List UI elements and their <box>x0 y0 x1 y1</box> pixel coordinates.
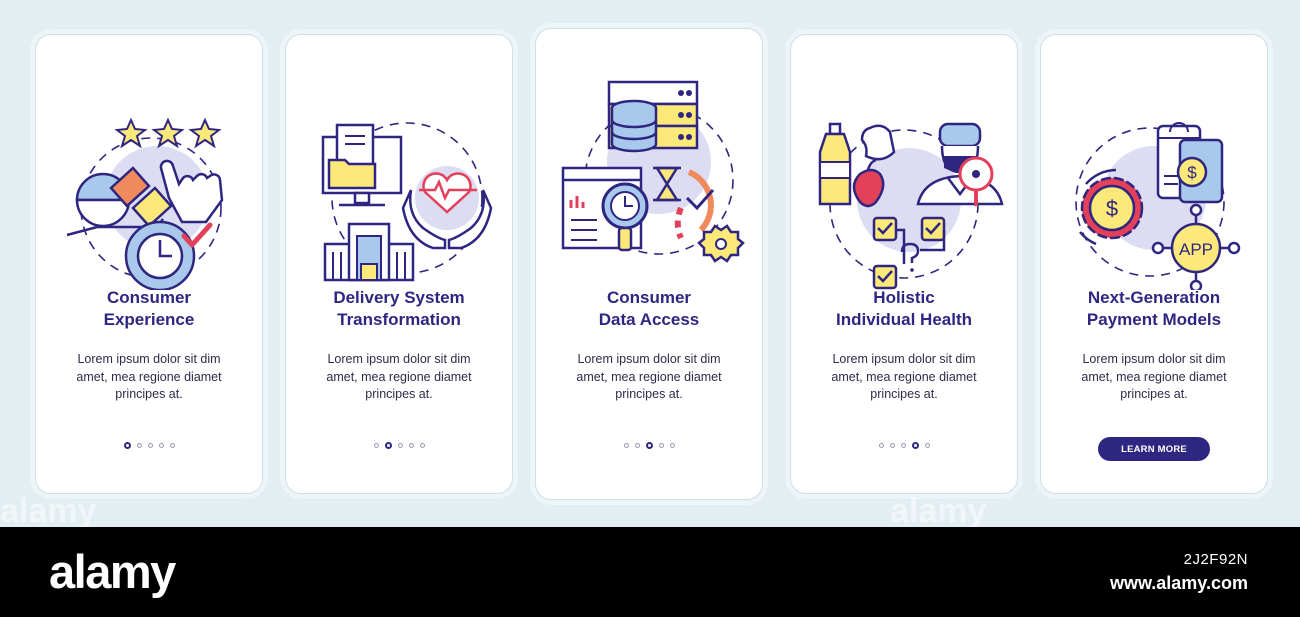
consumer-experience-icon <box>66 117 224 290</box>
pagination-dot-5[interactable] <box>419 443 425 448</box>
onboarding-screens: Consumer Experience Lorem ipsum dolor si… <box>0 28 1268 530</box>
pagination-dot-1[interactable] <box>878 443 884 448</box>
screen-title-line-2: Data Access <box>598 310 700 329</box>
screen-title: Consumer Data Access <box>536 287 762 331</box>
pagination-dot-5[interactable] <box>169 443 175 448</box>
site-url: www.alamy.com <box>1109 573 1248 593</box>
screen-description: Lorem ipsum dolor sit dim amet, mea regi… <box>831 352 977 401</box>
payment-models-icon: $ $ APP <box>1075 122 1241 290</box>
pagination-dots <box>536 442 762 449</box>
pagination-dot-2[interactable] <box>384 442 392 449</box>
svg-text:$: $ <box>1106 196 1118 221</box>
screen-title: Delivery System Transformation <box>286 287 512 331</box>
watermark-text: alamy <box>890 492 987 530</box>
screen-title-line-1: Consumer <box>106 288 192 307</box>
screen-title-line-2: Experience <box>103 310 195 329</box>
screen-description: Lorem ipsum dolor sit dim amet, mea regi… <box>76 352 222 401</box>
stock-footer: alamy 2J2F92N www.alamy.com <box>0 527 1300 617</box>
pagination-dot-5[interactable] <box>924 443 930 448</box>
pagination-dot-2[interactable] <box>889 443 895 448</box>
screen-title: Consumer Experience <box>36 287 262 331</box>
watermark-text: alamy <box>0 492 97 530</box>
learn-more-button[interactable]: LEARN MORE <box>1098 437 1210 461</box>
screen-description: Lorem ipsum dolor sit dim amet, mea regi… <box>1081 352 1227 401</box>
screen-title-line-2: Transformation <box>337 310 461 329</box>
onboarding-screen-1: Consumer Experience Lorem ipsum dolor si… <box>35 34 263 494</box>
pagination-dot-4[interactable] <box>658 443 664 448</box>
svg-text:$: $ <box>1187 163 1197 182</box>
alamy-logo: alamy <box>49 545 176 598</box>
pagination-dot-1[interactable] <box>623 443 629 448</box>
pagination-dots <box>286 442 512 449</box>
screen-title: Next-Generation Payment Models <box>1041 287 1267 331</box>
pagination-dot-2[interactable] <box>136 443 142 448</box>
consumer-data-access-icon <box>561 80 745 263</box>
onboarding-screen-5: $ $ APP Next-Generation Payment Models L… <box>1040 34 1268 494</box>
pagination-dot-2[interactable] <box>634 443 640 448</box>
screen-description: Lorem ipsum dolor sit dim amet, mea regi… <box>576 352 722 401</box>
screen-title-line-1: Holistic <box>873 288 935 307</box>
onboarding-screen-4: Holistic Individual Health Lorem ipsum d… <box>790 34 1018 494</box>
pagination-dot-3[interactable] <box>645 442 653 449</box>
pagination-dots <box>791 442 1017 449</box>
screen-title-line-2: Individual Health <box>835 310 973 329</box>
screen-title-line-1: Next-Generation <box>1087 288 1221 307</box>
screen-description: Lorem ipsum dolor sit dim amet, mea regi… <box>326 352 472 401</box>
app-label: APP <box>1179 240 1213 259</box>
screen-title-line-2: Payment Models <box>1086 310 1222 329</box>
pagination-dot-4[interactable] <box>911 442 919 449</box>
pagination-dot-3[interactable] <box>900 443 906 448</box>
image-id: 2J2F92N <box>1183 551 1248 568</box>
pagination-dot-3[interactable] <box>147 443 153 448</box>
screen-title-line-1: Delivery System <box>333 288 465 307</box>
pagination-dot-5[interactable] <box>669 443 675 448</box>
screen-title: Holistic Individual Health <box>791 287 1017 331</box>
pagination-dot-1[interactable] <box>373 443 379 448</box>
pagination-dots <box>36 442 262 449</box>
pagination-dot-3[interactable] <box>397 443 403 448</box>
screen-title-line-1: Consumer <box>606 288 692 307</box>
holistic-health-icon <box>818 122 1004 290</box>
pagination-dot-1[interactable] <box>123 442 131 449</box>
onboarding-screen-3: Consumer Data Access Lorem ipsum dolor s… <box>535 28 763 500</box>
pagination-dot-4[interactable] <box>408 443 414 448</box>
onboarding-screen-2: Delivery System Transformation Lorem ips… <box>285 34 513 494</box>
pagination-dot-4[interactable] <box>158 443 164 448</box>
delivery-system-icon <box>321 122 493 282</box>
